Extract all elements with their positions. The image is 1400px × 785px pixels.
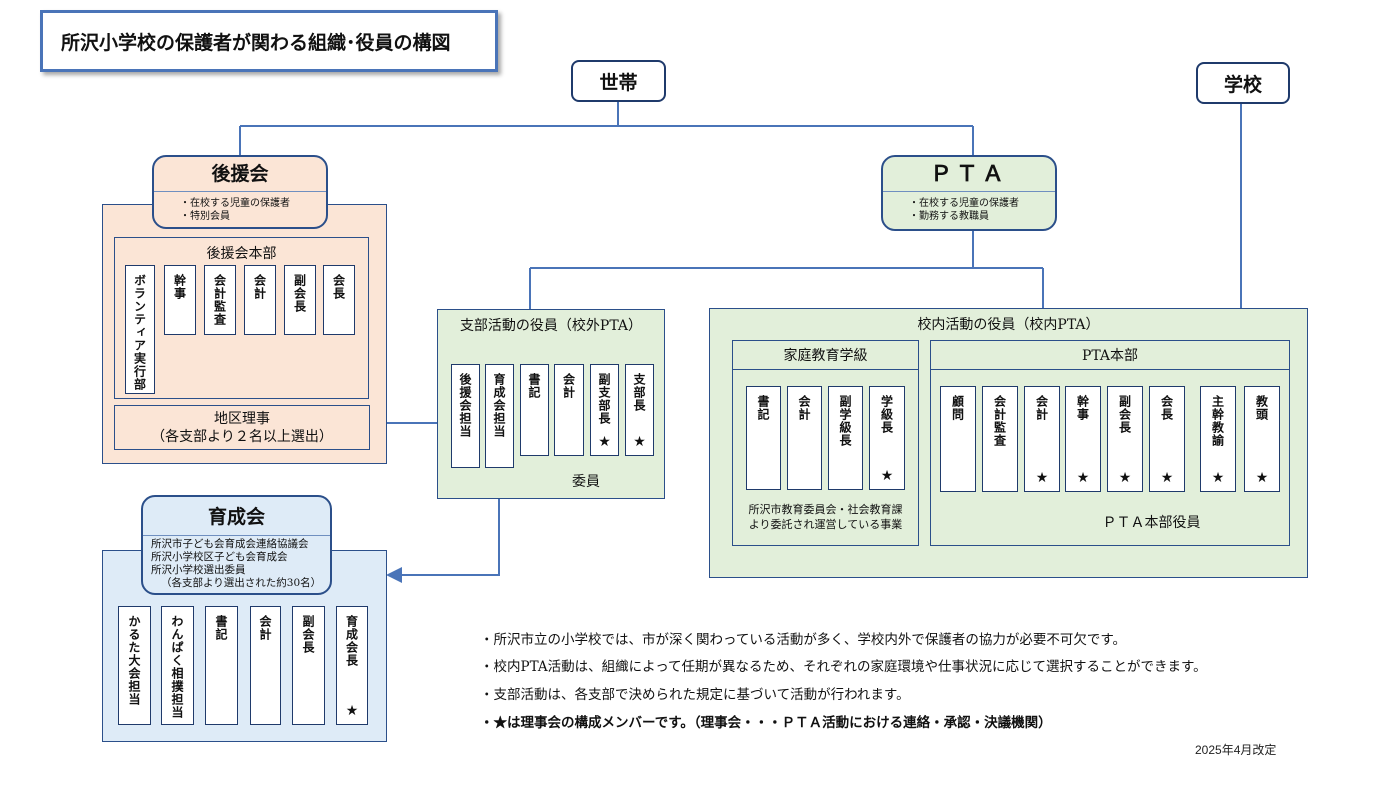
note-4: ・★は理事会の構成メンバーです。（理事会・・・ＰＴＡ活動における連絡・承認・決議…: [480, 715, 1052, 731]
note-2: ・校内PTA活動は、組織によって任期が異なるため、それぞれの家庭環境や仕事状況に…: [480, 659, 1207, 675]
chiku-riji-box: 地区理事 （各支部より２名以上選出）: [114, 405, 370, 450]
shibu-role-fukushibucho: 副支部長★: [590, 364, 619, 456]
katei-role-gakkyucho: 学級長★: [869, 386, 905, 490]
shibu-role-shoki: 書記: [520, 364, 549, 456]
ikuseikai-lines: 所沢市子ども会育成会連絡協議会 所沢小学校区子ども会育成会 所沢小学校選出委員 …: [151, 538, 322, 589]
koenkai-name: 後援会: [154, 157, 326, 192]
koenkai-role-volunteer: ボランティア実行部: [125, 265, 155, 394]
household-connector: [239, 102, 974, 155]
honbu-role-shukan-kyoyu: 主幹教諭★: [1200, 386, 1236, 492]
honbu-role-komon: 顧問: [940, 386, 976, 492]
school-node: 学校: [1196, 62, 1290, 104]
honbu-role-kaikei-kansa: 会計監査: [982, 386, 1018, 492]
katei-box: 家庭教育学級: [732, 340, 919, 546]
shibu-role-shibucho: 支部長★: [625, 364, 654, 456]
honbu-role-fukukaicho: 副会長★: [1107, 386, 1143, 492]
katei-role-shoki: 書記: [746, 386, 781, 490]
ikuseikai-role-shoki: 書記: [205, 606, 238, 725]
ikuseikai-role-wanpaku: わんぱく相撲担当: [161, 606, 194, 725]
konai-title: 校内活動の役員（校内PTA）: [917, 317, 1100, 333]
honbu-role-kanji: 幹事★: [1065, 386, 1101, 492]
ikuseikai-role-kaikei: 会計: [250, 606, 281, 725]
koenkai-role-kaikei-kansa: 会計監査: [204, 265, 236, 335]
pta-honbu-title: PTA本部: [931, 345, 1289, 370]
honbu-role-kyoto: 教頭★: [1244, 386, 1280, 492]
koenkai-role-fukukaicho: 副会長: [284, 265, 316, 335]
honbu-yakuin-label: ＰＴＡ本部役員: [1102, 515, 1201, 531]
diagram-title: 所沢小学校の保護者が関わる組織･役員の構図: [40, 10, 498, 72]
katei-role-fukugakkyucho: 副学級長: [828, 386, 863, 490]
household-node: 世帯: [571, 60, 666, 102]
koenkai-role-kaikei: 会計: [244, 265, 276, 335]
pta-connector: [529, 231, 1044, 309]
pta-honbu-box: PTA本部: [930, 340, 1290, 546]
katei-role-kaikei: 会計: [787, 386, 822, 490]
koenkai-role-kaicho: 会長: [323, 265, 355, 335]
ikuseikai-name: 育成会: [143, 497, 330, 536]
note-3: ・支部活動は、各支部で決められた規定に基づいて活動が行われます。: [480, 687, 910, 703]
honbu-role-kaicho: 会長★: [1149, 386, 1185, 492]
pta-header: ＰＴＡ ・在校する児童の保護者 ・勤務する教職員: [881, 155, 1057, 231]
shibu-title: 支部活動の役員（校外PTA）: [459, 318, 643, 334]
note-1: ・所沢市立の小学校では、市が深く関わっている活動が多く、学校内外で保護者の協力が…: [480, 632, 1126, 648]
honbu-role-kaikei: 会計★: [1024, 386, 1060, 492]
arrow-to-ikuseikai: [386, 468, 500, 583]
revision-date: 2025年4月改定: [1195, 743, 1277, 757]
pta-name: ＰＴＡ: [883, 157, 1055, 192]
koenkai-honbu-title: 後援会本部: [206, 246, 277, 262]
katei-note: 所沢市教育委員会・社会教育課 より委託され運営している事業: [748, 503, 903, 531]
koenkai-members: ・在校する児童の保護者 ・特別会員: [180, 198, 290, 222]
katei-title: 家庭教育学級: [733, 345, 918, 370]
ikuseikai-role-ikuseikaicho: 育成会長★: [336, 606, 368, 725]
shibu-role-koenkai-tanto: 後援会担当: [451, 364, 480, 468]
ikuseikai-role-fukukaicho: 副会長: [292, 606, 325, 725]
koenkai-role-kanji: 幹事: [164, 265, 196, 335]
ikuseikai-role-karuta: かるた大会担当: [118, 606, 151, 725]
koenkai-honbu-box: 後援会本部: [114, 237, 369, 399]
iin-label: 委員: [572, 474, 600, 490]
pta-members: ・在校する児童の保護者 ・勤務する教職員: [909, 198, 1019, 222]
ikuseikai-header: 育成会 所沢市子ども会育成会連絡協議会 所沢小学校区子ども会育成会 所沢小学校選…: [141, 495, 332, 595]
shibu-role-ikuseikai-tanto: 育成会担当: [485, 364, 514, 468]
shibu-role-kaikei: 会計: [554, 364, 584, 456]
koenkai-header: 後援会 ・在校する児童の保護者 ・特別会員: [152, 155, 328, 229]
